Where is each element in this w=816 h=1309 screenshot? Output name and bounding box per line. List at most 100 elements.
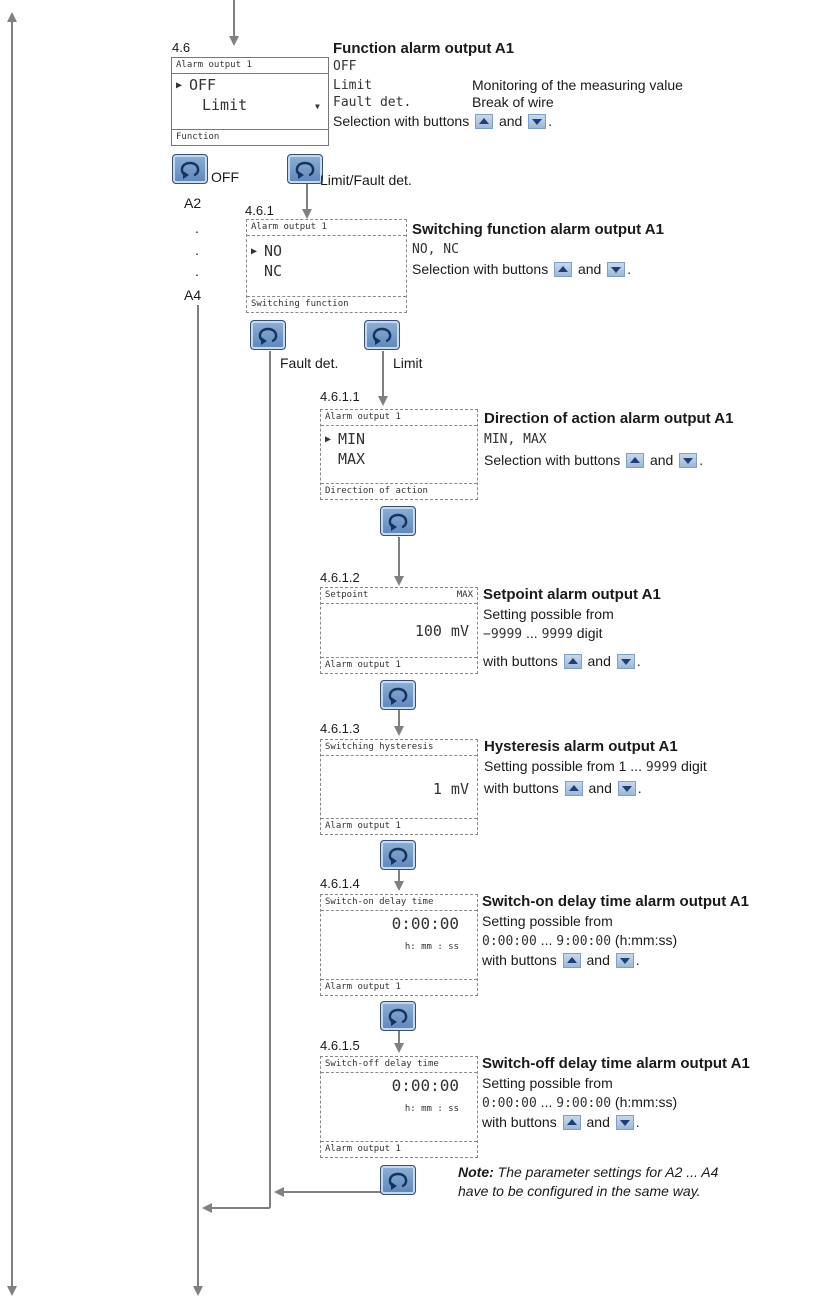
period: . xyxy=(627,261,632,277)
enter-loop-icon xyxy=(388,1008,408,1026)
lcd-header: Switch-on delay time xyxy=(321,895,477,911)
lcd-footer: Alarm output 1 xyxy=(321,1141,477,1157)
enter-button-off[interactable] xyxy=(172,154,208,184)
up-arrow-button-icon xyxy=(475,114,494,129)
note-label: Note: xyxy=(458,1164,494,1180)
lcd-time-units: h: mm : ss xyxy=(404,942,459,952)
enter-loop-icon xyxy=(388,513,408,531)
down-arrow-button-icon xyxy=(616,654,635,669)
with-buttons-4-6-1-5: with buttons and . xyxy=(482,1114,640,1131)
and-text: and xyxy=(498,113,523,129)
step-number-4-6-1: 4.6.1 xyxy=(245,203,274,218)
and-text: and xyxy=(649,452,674,468)
label-dot-2: . xyxy=(195,242,199,258)
with-buttons-4-6-1-4: with buttons and . xyxy=(482,952,640,969)
setting-prefix: Setting possible from 1 ... xyxy=(484,758,646,774)
enter-button-fault-det[interactable] xyxy=(250,320,286,350)
title-4-6-1: Switching function alarm output A1 xyxy=(412,221,664,238)
setting-text-4-6-1-4: Setting possible from xyxy=(482,913,613,929)
step-number-4-6-1-1: 4.6.1.1 xyxy=(320,389,360,404)
lcd-header: Alarm output 1 xyxy=(321,410,477,426)
step-number-4-6: 4.6 xyxy=(172,40,191,55)
lcd-footer: Direction of action xyxy=(321,483,477,499)
lcd-footer: Alarm output 1 xyxy=(321,818,477,834)
period: . xyxy=(699,452,704,468)
lcd-screen-4-6-1-4: Switch-on delay time 0:00:00 h: mm : ss … xyxy=(320,894,478,996)
title-4-6-1-1: Direction of action alarm output A1 xyxy=(484,410,734,427)
and-text: and xyxy=(586,952,610,968)
enter-loop-icon xyxy=(295,161,315,179)
period: . xyxy=(637,780,642,796)
period: . xyxy=(635,1114,640,1130)
range-start: 0:00:00 xyxy=(482,934,537,949)
down-arrow-button-icon xyxy=(679,453,698,468)
label-a2: A2 xyxy=(184,195,202,211)
enter-button-4-6-1-4[interactable] xyxy=(380,1001,416,1031)
enter-loop-icon xyxy=(180,161,200,179)
title-4-6-1-5: Switch-off delay time alarm output A1 xyxy=(482,1055,750,1072)
range-start: 0:00:00 xyxy=(482,1096,537,1111)
range-suffix: (h:mm:ss) xyxy=(611,1094,678,1110)
step-number-4-6-1-2: 4.6.1.2 xyxy=(320,570,360,585)
note-line-2: have to be configured in the same way. xyxy=(458,1183,701,1199)
setting-suffix: digit xyxy=(677,758,707,774)
enter-button-limit-fault[interactable] xyxy=(287,154,323,184)
lcd-option-limit: Limit xyxy=(202,96,248,114)
range-start: −9999 xyxy=(483,627,523,642)
and-text: and xyxy=(587,653,611,669)
step-number-4-6-1-4: 4.6.1.4 xyxy=(320,876,360,891)
lcd-screen-4-6-1-1: Alarm output 1 ▶ MIN MAX Direction of ac… xyxy=(320,409,478,500)
note-text: Note: The parameter settings for A2 ... … xyxy=(458,1163,718,1201)
up-arrow-button-icon xyxy=(564,781,583,796)
lcd-option-max: MAX xyxy=(338,450,366,468)
step-number-4-6-1-5: 4.6.1.5 xyxy=(320,1038,360,1053)
label-fault-det: Fault det. xyxy=(280,355,339,371)
up-arrow-button-icon xyxy=(562,1115,581,1130)
selection-pointer-icon: ▶ xyxy=(176,80,183,91)
lcd-setpoint-value: 100 mV xyxy=(414,622,469,640)
limit-description: Monitoring of the measuring value xyxy=(472,77,683,93)
enter-button-4-6-1-3[interactable] xyxy=(380,840,416,870)
enter-loop-icon xyxy=(388,847,408,865)
lcd-footer: Alarm output 1 xyxy=(321,657,477,673)
title-4-6: Function alarm output A1 xyxy=(333,40,515,57)
option-off-text: OFF xyxy=(333,59,357,74)
selection-pointer-icon: ▶ xyxy=(325,434,332,445)
enter-button-4-6-1-2[interactable] xyxy=(380,680,416,710)
enter-button-limit[interactable] xyxy=(364,320,400,350)
lcd-screen-4-6-1-2: Setpoint MAX 100 mV Alarm output 1 xyxy=(320,587,478,674)
title-4-6-1-4: Switch-on delay time alarm output A1 xyxy=(482,893,749,910)
up-arrow-button-icon xyxy=(563,654,582,669)
option-fault-text: Fault det. xyxy=(333,95,412,110)
enter-loop-icon xyxy=(258,327,278,345)
label-a4: A4 xyxy=(184,287,202,303)
enter-loop-icon xyxy=(388,1172,408,1190)
down-arrow-button-icon xyxy=(615,1115,634,1130)
lcd-footer: Alarm output 1 xyxy=(321,979,477,995)
with-buttons-4-6-1-2: with buttons and . xyxy=(483,653,641,670)
values-4-6-1-1: MIN, MAX xyxy=(484,432,547,447)
range-end: 9999 xyxy=(541,627,573,642)
lcd-header-row: Setpoint MAX xyxy=(321,588,477,604)
selection-pointer-icon: ▶ xyxy=(251,246,258,257)
range-text-4-6-1-5: 0:00:00 ... 9:00:00 (h:mm:ss) xyxy=(482,1094,677,1112)
scroll-down-icon: ▼ xyxy=(315,102,320,111)
label-dot-1: . xyxy=(195,220,199,236)
option-limit-text: Limit xyxy=(333,78,373,93)
lcd-header: Switch-off delay time xyxy=(321,1057,477,1073)
setting-text-4-6-1-2: Setting possible from xyxy=(483,606,614,622)
lcd-time-units: h: mm : ss xyxy=(404,1104,459,1114)
and-text: and xyxy=(577,261,602,277)
lcd-screen-4-6: Alarm output 1 ▶ OFF Limit ▼ Function xyxy=(171,57,329,146)
lcd-footer: Function xyxy=(172,129,328,145)
range-end: 9:00:00 xyxy=(556,934,612,949)
enter-button-4-6-1-1[interactable] xyxy=(380,506,416,536)
down-arrow-button-icon xyxy=(607,262,626,277)
enter-button-4-6-1-5[interactable] xyxy=(380,1165,416,1195)
selection-text-4-6: Selection with buttons and . xyxy=(333,113,552,130)
enter-loop-icon xyxy=(388,687,408,705)
period: . xyxy=(548,113,553,129)
selection-text-4-6-1-1: Selection with buttons and . xyxy=(484,452,703,469)
range-text-4-6-1-4: 0:00:00 ... 9:00:00 (h:mm:ss) xyxy=(482,932,677,950)
